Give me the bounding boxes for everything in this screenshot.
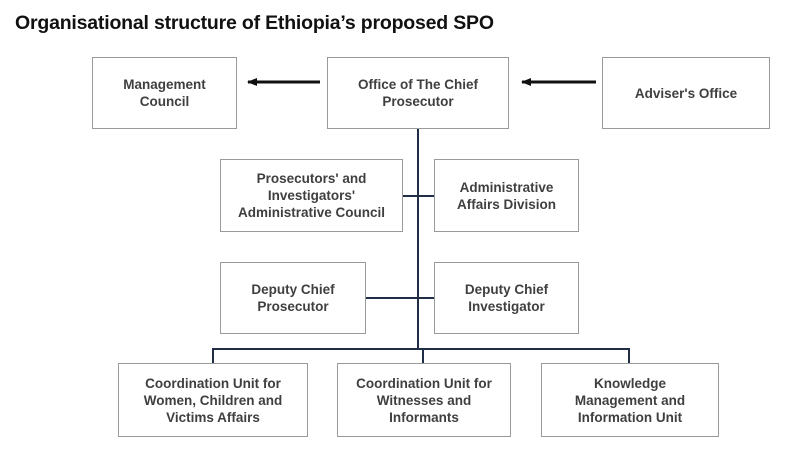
unit-knowledge-box: Knowledge Management and Information Uni…: [541, 363, 719, 437]
chief-prosecutor-box: Office of The Chief Prosecutor: [327, 57, 509, 129]
unit-witnesses-box: Coordination Unit for Witnesses and Info…: [337, 363, 511, 437]
deputy-prosecutor-box: Deputy Chief Prosecutor: [220, 262, 366, 334]
admin-affairs-box: Administrative Affairs Division: [434, 159, 579, 232]
advisers-office-box: Adviser's Office: [602, 57, 770, 129]
unit-women-children-box: Coordination Unit for Women, Children an…: [118, 363, 308, 437]
deputy-investigator-box: Deputy Chief Investigator: [434, 262, 579, 334]
diagram-title: Organisational structure of Ethiopia’s p…: [15, 12, 494, 34]
admin-council-box: Prosecutors' and Investigators' Administ…: [220, 159, 403, 232]
management-council-box: Management Council: [92, 57, 237, 129]
